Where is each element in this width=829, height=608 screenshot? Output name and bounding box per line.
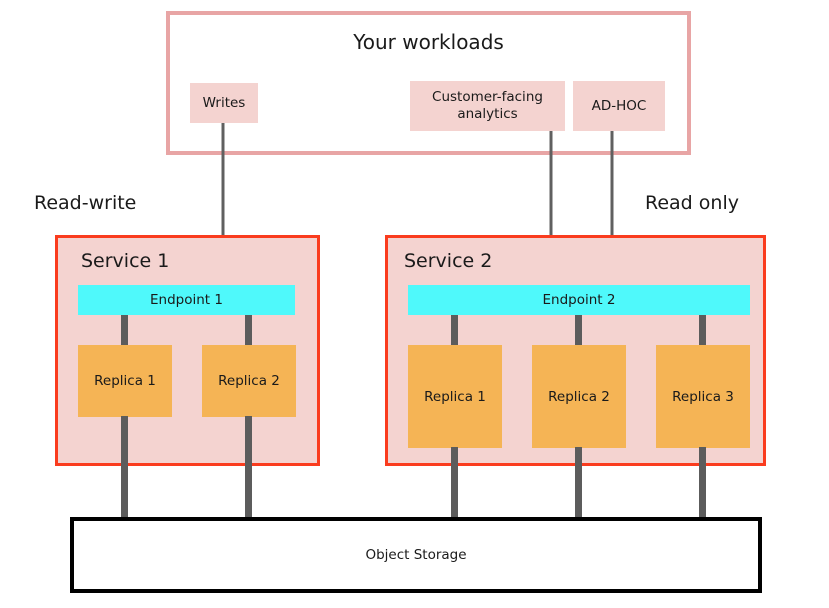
- connector-endpoint2-replica3: [699, 314, 706, 346]
- endpoint-1[interactable]: Endpoint 1: [78, 285, 295, 315]
- service-2-replica-1[interactable]: Replica 1: [408, 345, 502, 448]
- workload-chip-customer-facing-analytics[interactable]: Customer-facing analytics: [410, 81, 565, 131]
- service-2-replica-2[interactable]: Replica 2: [532, 345, 626, 448]
- connector-s1-replica1-storage: [121, 416, 128, 518]
- connector-endpoint1-replica1: [121, 314, 128, 346]
- connector-s2-replica2-storage: [575, 447, 582, 518]
- service-1-replica-2[interactable]: Replica 2: [202, 345, 296, 417]
- service-2-replica-3[interactable]: Replica 3: [656, 345, 750, 448]
- workload-chip-writes[interactable]: Writes: [190, 83, 258, 123]
- service-2-label: Service 2: [404, 250, 493, 272]
- caption-read-only: Read only: [645, 192, 739, 214]
- connector-endpoint1-replica2: [245, 314, 252, 346]
- object-storage-container[interactable]: Object Storage: [70, 517, 762, 593]
- endpoint-2[interactable]: Endpoint 2: [408, 285, 750, 315]
- service-1-label: Service 1: [81, 250, 170, 272]
- workloads-title: Your workloads: [353, 30, 504, 54]
- service-1-replica-1[interactable]: Replica 1: [78, 345, 172, 417]
- object-storage-label: Object Storage: [365, 547, 467, 563]
- connector-s2-replica1-storage: [451, 447, 458, 518]
- connector-endpoint2-replica2: [575, 314, 582, 346]
- connector-endpoint2-replica1: [451, 314, 458, 346]
- caption-read-write: Read-write: [34, 192, 137, 214]
- connector-s1-replica2-storage: [245, 416, 252, 518]
- workload-chip-ad-hoc[interactable]: AD-HOC: [573, 81, 665, 131]
- connector-s2-replica3-storage: [699, 447, 706, 518]
